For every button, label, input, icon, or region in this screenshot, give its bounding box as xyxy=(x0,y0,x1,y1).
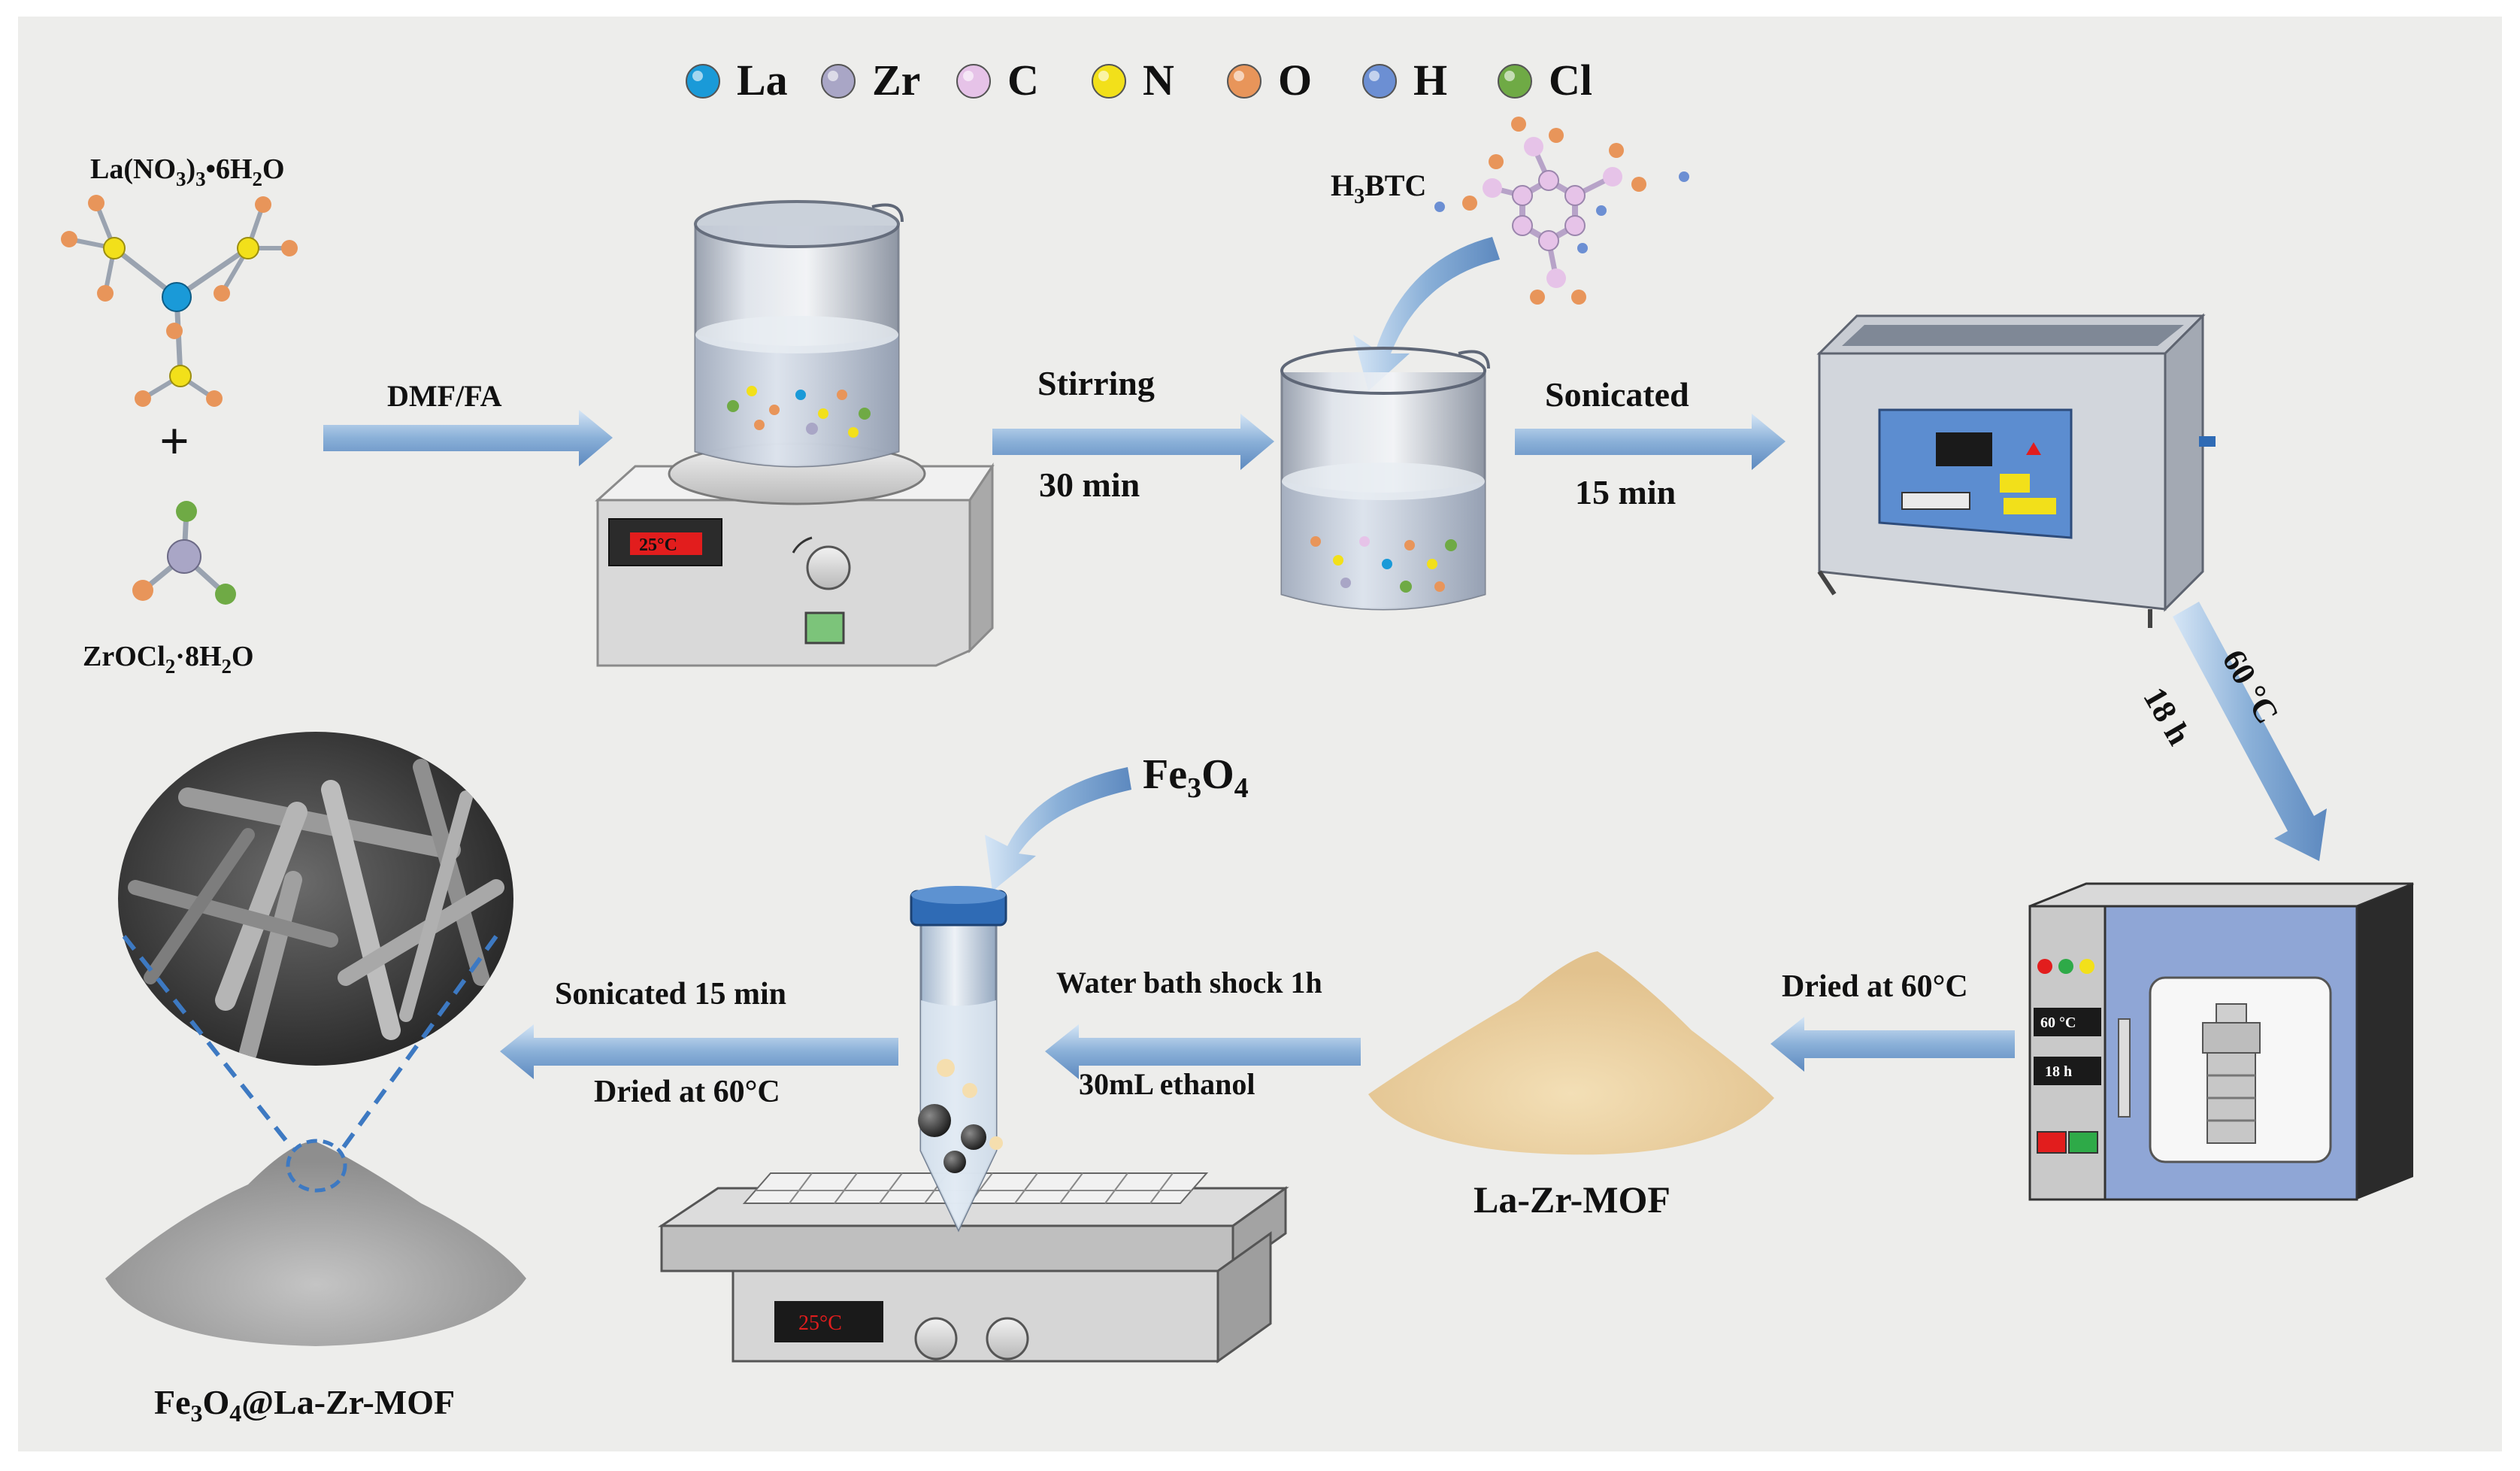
legend-label-c: C xyxy=(1007,56,1039,105)
mof-powder-pile xyxy=(1368,951,1774,1155)
legend-dot-la xyxy=(686,64,720,99)
arrow-dmf xyxy=(323,410,613,466)
stirrer-power-switch xyxy=(804,611,845,645)
beaker-1-particles xyxy=(727,386,871,438)
legend-label-la: La xyxy=(737,56,788,105)
drying-oven: 60 °C 18 h xyxy=(2028,882,2414,1201)
legend-dot-cl xyxy=(1498,64,1532,99)
centrifuge-tube xyxy=(910,886,1007,1233)
legend-dot-h xyxy=(1362,64,1397,99)
stirrer-knob xyxy=(806,545,851,590)
arrow-heating xyxy=(2173,602,2327,861)
stirring-time-label: 30 min xyxy=(1039,466,1140,504)
zr-oxychloride-label: ZrOCl2·8H2O xyxy=(83,641,254,678)
la-nitrate-label: La(NO3)3•6H2O xyxy=(90,153,285,190)
shaker: 25°C xyxy=(658,1172,1289,1363)
arrow-final xyxy=(500,1024,898,1079)
legend-label-cl: Cl xyxy=(1549,56,1592,105)
solvent-label: DMF/FA xyxy=(387,379,502,413)
legend-label-h: H xyxy=(1413,56,1447,105)
legend-label-o: O xyxy=(1278,56,1312,105)
arrow-fe3o4-add xyxy=(985,767,1131,891)
legend-dot-highlight xyxy=(1234,71,1244,81)
shock-label: Water bath shock 1h xyxy=(1056,966,1322,999)
magnetic-stirrer: 25°C xyxy=(595,442,995,667)
stirring-label: Stirring xyxy=(1037,364,1155,402)
autoclave-icon xyxy=(2202,1003,2261,1144)
oven-time-display: 18 h xyxy=(2045,1063,2072,1080)
shaker-knob-2 xyxy=(986,1317,1029,1360)
arrow-sonication xyxy=(1515,414,1786,470)
zoom-spot xyxy=(286,1139,347,1193)
shaker-knob-1 xyxy=(914,1317,958,1360)
legend-dot-o xyxy=(1227,64,1262,99)
legend-dot-highlight xyxy=(963,71,974,81)
element-legend: La Zr C N O H Cl xyxy=(686,56,1592,105)
arrow-drying xyxy=(1770,1017,2015,1072)
shaker-display: 25°C xyxy=(798,1312,842,1335)
legend-dot-n xyxy=(1092,64,1126,99)
h3btc-molecule xyxy=(1434,117,1689,305)
fe3o4-label: Fe3O4 xyxy=(1143,751,1249,804)
beaker-1 xyxy=(694,200,904,468)
oven-temp-display: 60 °C xyxy=(2040,1015,2076,1031)
arrow-stirring xyxy=(992,414,1274,470)
arrow-shock xyxy=(1045,1024,1361,1079)
sem-image xyxy=(118,732,513,1066)
drying-label: Dried at 60°C xyxy=(1782,969,1968,1004)
composite-powder-pile xyxy=(105,1141,526,1346)
h3btc-label: H3BTC xyxy=(1331,168,1426,208)
legend-dot-highlight xyxy=(1098,71,1109,81)
legend-label-zr: Zr xyxy=(872,56,920,105)
final-dry-label: Dried at 60°C xyxy=(594,1075,780,1109)
legend-dot-c xyxy=(956,64,991,99)
arrow-h3btc-add xyxy=(1353,237,1500,391)
sonicated-label: Sonicated xyxy=(1545,375,1689,414)
legend-dot-highlight xyxy=(1504,71,1515,81)
legend-dot-highlight xyxy=(1369,71,1380,81)
beaker-2 xyxy=(1280,347,1490,611)
zoom-line-right xyxy=(336,935,498,1156)
plus-sign: + xyxy=(159,413,189,471)
stirrer-display: 25°C xyxy=(639,535,677,555)
mof-label: La-Zr-MOF xyxy=(1474,1178,1670,1221)
legend-dot-highlight xyxy=(692,71,703,81)
beaker-2-particles xyxy=(1310,536,1457,593)
composite-label: Fe3O4@La-Zr-MOF xyxy=(154,1383,455,1427)
zoom-line-left xyxy=(122,935,299,1156)
zr-oxychloride-molecule xyxy=(132,501,236,605)
la-nitrate-molecule xyxy=(61,195,298,407)
final-sonic-label: Sonicated 15 min xyxy=(555,977,786,1012)
ethanol-label: 30mL ethanol xyxy=(1079,1067,1255,1101)
legend-label-n: N xyxy=(1143,56,1174,105)
legend-dot-zr xyxy=(821,64,856,99)
legend-dot-highlight xyxy=(828,71,838,81)
sonicated-time-label: 15 min xyxy=(1575,473,1676,511)
ultrasonic-bath xyxy=(1816,313,2216,628)
